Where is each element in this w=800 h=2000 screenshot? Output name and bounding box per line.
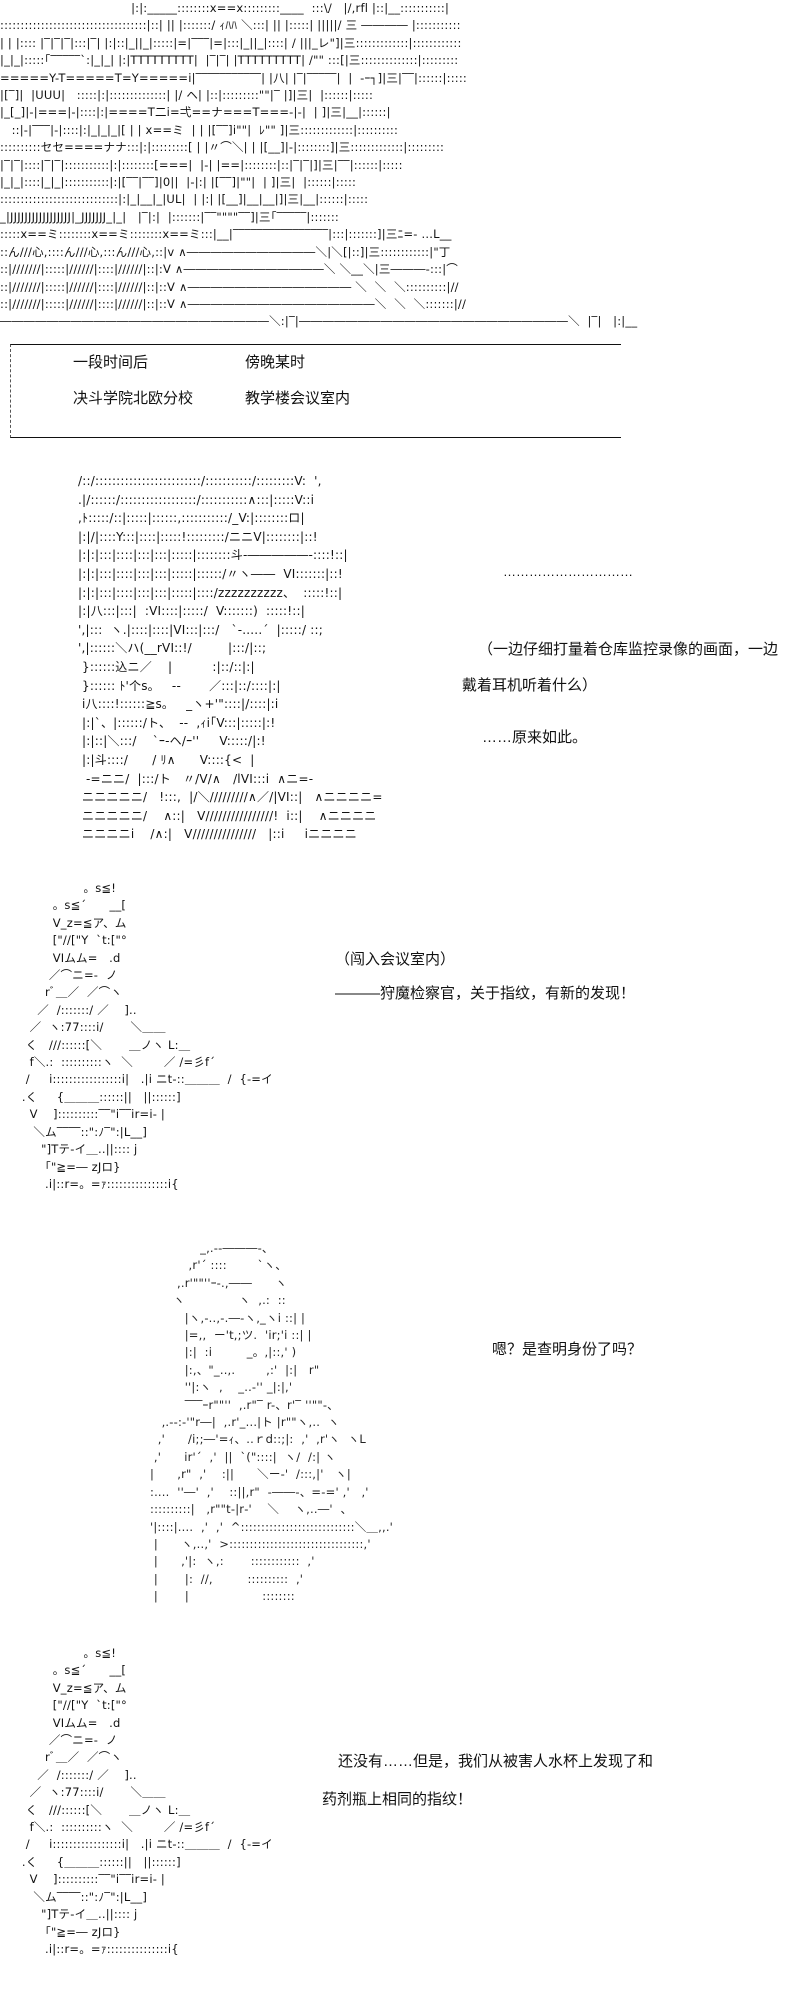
- inspector-pointing-ascii-art-2: 。s≦! 。s≦´ __[ V_z=≦ア、ム ["//["Y `t:["° VI…: [21, 1646, 273, 1956]
- panel2-action-line1: （一边仔细打量着仓库监控录像的画面，一边: [478, 641, 779, 658]
- caption-time-value: 傍晚某时: [245, 354, 306, 371]
- prosecutor-arms-crossed-ascii-art: _,.-‐―――-、 ,r'´ :::: `ヽ、 ,.r'""''ｰ-.,―― …: [150, 1241, 394, 1604]
- panel2-action-line2: 戴着耳机听着什么）: [462, 677, 598, 694]
- panel2-ellipsis: …………………………: [503, 564, 633, 579]
- panel5-speech-line2: 药剂瓶上相同的指纹！: [322, 1791, 473, 1808]
- panel3-speech: ———狩魔检察官，关于指纹，有新的发现！: [335, 985, 636, 1002]
- scene-caption-box: 一段时间后 傍晚某时 决斗学院北欧分校 教学楼会议室内: [10, 344, 621, 438]
- school-building-ascii-art: |:|:_____::::::::x==x:::::::::____ :::\/…: [0, 1, 638, 329]
- detective-with-headphones-ascii-art: /::/:::::::::::::::::::::::::/::::::::::…: [78, 474, 383, 842]
- caption-time-label: 一段时间后: [73, 354, 149, 371]
- inspector-pointing-ascii-art: 。s≦! 。s≦´ __[ V_z=≦ア、ム ["//["Y `t:["° VI…: [21, 881, 273, 1191]
- panel3-action: （闯入会议室内）: [335, 951, 456, 968]
- caption-place-value: 教学楼会议室内: [245, 390, 351, 407]
- panel5-speech-line1: 还没有……但是，我们从被害人水杯上发现了和: [338, 1753, 654, 1770]
- caption-place-label: 决斗学院北欧分校: [73, 390, 194, 407]
- panel2-speech: ……原来如此。: [482, 729, 588, 746]
- panel4-speech: 嗯？是查明身份了吗？: [492, 1341, 643, 1358]
